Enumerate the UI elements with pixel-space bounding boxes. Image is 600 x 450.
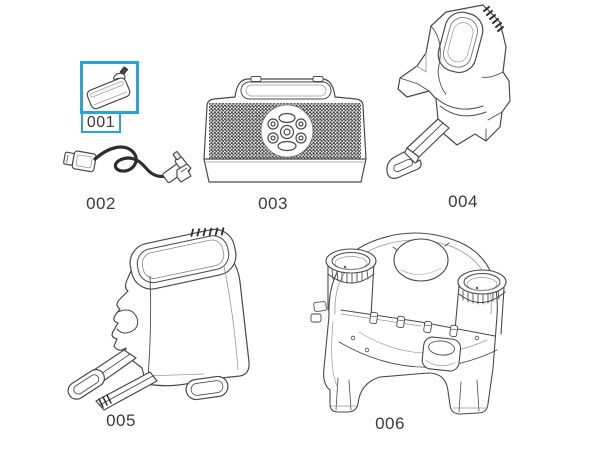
part-001-figure[interactable] [80, 61, 139, 114]
part-006-figure[interactable] [301, 218, 523, 424]
part-001-label[interactable]: 001 [81, 112, 121, 133]
cup-holder-tray-base-drawing [310, 232, 507, 415]
part-002-label[interactable]: 002 [86, 194, 116, 213]
part-003-figure[interactable] [173, 74, 369, 186]
part-005-label[interactable]: 005 [106, 411, 136, 430]
console-main-body-drawing [67, 227, 250, 411]
part-003-label[interactable]: 003 [258, 194, 288, 213]
speaker-grille-panel-drawing [176, 76, 367, 183]
power-plug-adapter-drawing [86, 66, 131, 110]
part-004-label[interactable]: 004 [448, 192, 478, 211]
console-upper-housing-drawing [386, 4, 511, 179]
part-004-figure[interactable] [386, 2, 524, 196]
part-006-label[interactable]: 006 [375, 414, 405, 433]
part-005-figure[interactable] [54, 226, 258, 416]
